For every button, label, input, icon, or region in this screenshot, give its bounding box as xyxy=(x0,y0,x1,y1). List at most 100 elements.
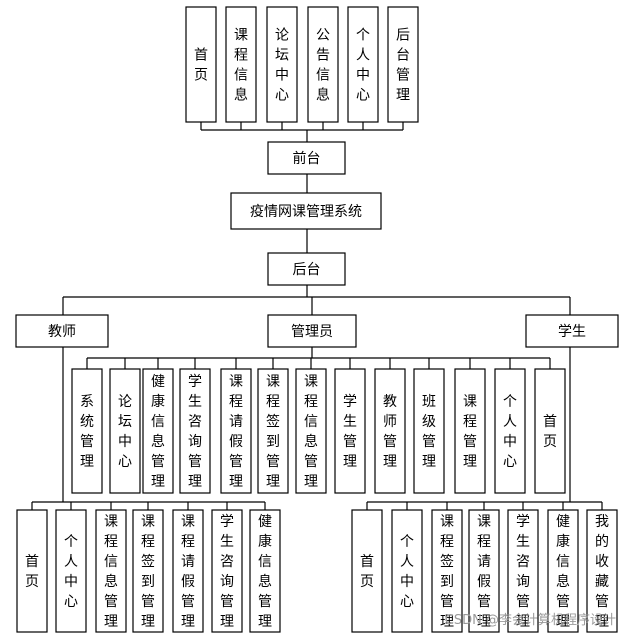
student-module-4-frame xyxy=(468,509,500,633)
teacher-module-3: 课程信息管理 xyxy=(95,509,127,633)
admin-module-13-label: 首页 xyxy=(543,414,557,450)
admin-node-frame xyxy=(267,314,357,348)
admin-module-3-label: 健康信息管理 xyxy=(151,374,165,490)
admin-module-8: 学生管理 xyxy=(334,368,366,494)
admin-module-7-frame xyxy=(295,368,327,494)
teacher-module-4-label: 课程签到管理 xyxy=(141,514,155,630)
admin-module-5: 课程请假管理 xyxy=(220,368,252,494)
front-node-frame xyxy=(267,141,346,175)
front-module-3-label: 论坛中心 xyxy=(275,28,289,104)
teacher-module-2-frame xyxy=(55,509,87,633)
student-module-2-label: 个人中心 xyxy=(400,534,414,610)
teacher-module-2: 个人中心 xyxy=(55,509,87,633)
admin-module-7: 课程信息管理 xyxy=(295,368,327,494)
teacher-node-frame xyxy=(15,314,109,348)
admin-module-1: 系统管理 xyxy=(71,368,103,494)
system-title-node: 疫情网课管理系统 xyxy=(230,192,382,230)
teacher-module-6-label: 学生咨询管理 xyxy=(220,514,234,630)
back-node-label: 后台 xyxy=(293,262,321,278)
front-module-4-frame xyxy=(307,6,339,123)
front-module-2-label: 课程信息 xyxy=(234,28,248,104)
student-module-1-frame xyxy=(351,509,383,633)
teacher-node-label: 教师 xyxy=(48,324,76,340)
teacher-module-7: 健康信息管理 xyxy=(249,509,281,633)
front-module-6: 后台管理 xyxy=(387,6,419,123)
student-module-7: 我的收藏管理 xyxy=(586,509,618,633)
front-module-3: 论坛中心 xyxy=(266,6,298,123)
admin-module-8-label: 学生管理 xyxy=(343,394,357,470)
front-module-1: 首页 xyxy=(185,6,217,123)
teacher-module-1-frame xyxy=(16,509,48,633)
admin-module-3-frame xyxy=(142,368,174,494)
system-title-node-frame xyxy=(230,192,382,230)
admin-module-4-frame xyxy=(179,368,211,494)
student-module-1: 首页 xyxy=(351,509,383,633)
teacher-module-1-label: 首页 xyxy=(25,554,39,590)
admin-module-5-label: 课程请假管理 xyxy=(229,374,243,490)
admin-module-13: 首页 xyxy=(534,368,566,494)
admin-module-9-frame xyxy=(374,368,406,494)
teacher-module-6: 学生咨询管理 xyxy=(211,509,243,633)
admin-module-4-label: 学生咨询管理 xyxy=(188,374,202,490)
student-module-1-label: 首页 xyxy=(360,554,374,590)
student-module-7-frame xyxy=(586,509,618,633)
student-module-3-label: 课程签到管理 xyxy=(440,514,454,630)
admin-module-4: 学生咨询管理 xyxy=(179,368,211,494)
student-module-4: 课程请假管理 xyxy=(468,509,500,633)
student-module-3-frame xyxy=(431,509,463,633)
teacher-module-5-frame xyxy=(172,509,204,633)
teacher-module-3-frame xyxy=(95,509,127,633)
front-module-2: 课程信息 xyxy=(225,6,257,123)
connector-lines xyxy=(31,122,603,510)
student-node: 学生 xyxy=(525,314,619,348)
admin-node-label: 管理员 xyxy=(291,324,333,340)
admin-module-6-frame xyxy=(257,368,289,494)
admin-module-2-label: 论坛中心 xyxy=(118,394,132,470)
teacher-module-2-label: 个人中心 xyxy=(64,534,78,610)
student-node-label: 学生 xyxy=(558,324,586,340)
admin-module-9-label: 教师管理 xyxy=(383,394,397,470)
system-title-node-label: 疫情网课管理系统 xyxy=(250,204,362,220)
teacher-module-5-label: 课程请假管理 xyxy=(181,514,195,630)
teacher-module-1: 首页 xyxy=(16,509,48,633)
module-boxes: 首页课程信息论坛中心公告信息个人中心后台管理前台疫情网课管理系统后台教师管理员学… xyxy=(15,6,619,633)
admin-module-13-frame xyxy=(534,368,566,494)
front-node: 前台 xyxy=(267,141,346,175)
admin-module-12-label: 个人中心 xyxy=(503,394,517,470)
back-node: 后台 xyxy=(267,252,346,286)
student-module-4-label: 课程请假管理 xyxy=(477,514,491,630)
admin-module-12-frame xyxy=(494,368,526,494)
admin-module-3: 健康信息管理 xyxy=(142,368,174,494)
admin-module-10: 班级管理 xyxy=(413,368,445,494)
admin-module-10-label: 班级管理 xyxy=(422,394,436,470)
student-module-5: 学生咨询管理 xyxy=(507,509,539,633)
admin-module-5-frame xyxy=(220,368,252,494)
student-module-5-label: 学生咨询管理 xyxy=(516,514,530,630)
teacher-module-5: 课程请假管理 xyxy=(172,509,204,633)
student-module-2: 个人中心 xyxy=(391,509,423,633)
teacher-module-4: 课程签到管理 xyxy=(132,509,164,633)
admin-module-1-label: 系统管理 xyxy=(80,394,94,470)
teacher-module-4-frame xyxy=(132,509,164,633)
student-module-7-label: 我的收藏管理 xyxy=(595,514,609,630)
student-node-frame xyxy=(525,314,619,348)
admin-module-8-frame xyxy=(334,368,366,494)
admin-node: 管理员 xyxy=(267,314,357,348)
teacher-module-3-label: 课程信息管理 xyxy=(104,514,118,630)
admin-module-10-frame xyxy=(413,368,445,494)
front-module-6-label: 后台管理 xyxy=(396,28,410,104)
admin-module-11-label: 课程管理 xyxy=(463,394,477,470)
teacher-module-6-frame xyxy=(211,509,243,633)
teacher-module-7-label: 健康信息管理 xyxy=(258,514,272,630)
front-module-4: 公告信息 xyxy=(307,6,339,123)
back-node-frame xyxy=(267,252,346,286)
admin-module-11: 课程管理 xyxy=(454,368,486,494)
admin-module-6-label: 课程签到管理 xyxy=(266,374,280,490)
admin-module-12: 个人中心 xyxy=(494,368,526,494)
front-module-5: 个人中心 xyxy=(347,6,379,123)
front-module-5-frame xyxy=(347,6,379,123)
student-module-6: 健康信息管理 xyxy=(547,509,579,633)
student-module-6-label: 健康信息管理 xyxy=(556,514,570,630)
front-module-1-frame xyxy=(185,6,217,123)
